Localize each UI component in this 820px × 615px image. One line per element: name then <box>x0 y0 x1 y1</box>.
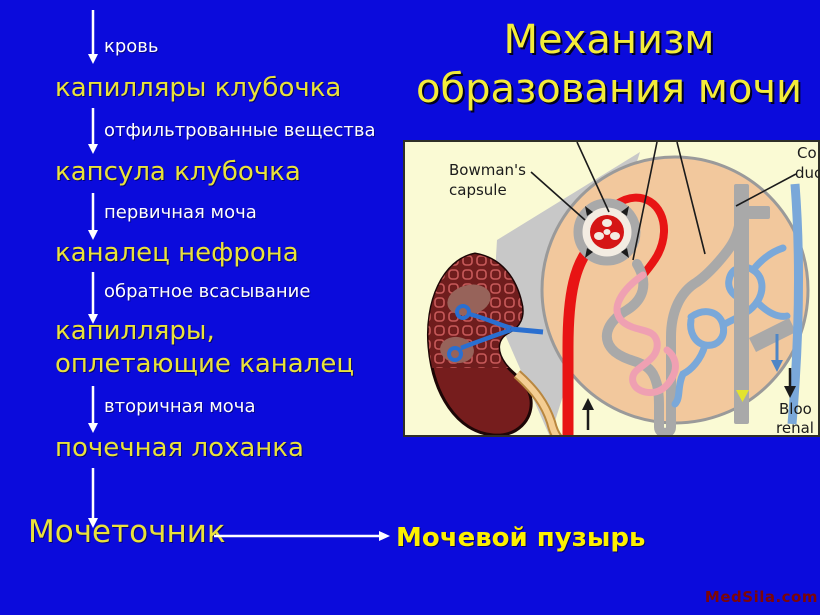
flow-stage-glomerular-capillaries: капилляры клубочка <box>55 73 342 103</box>
efferent-arteriole <box>614 193 669 278</box>
flow-stage-nephron-tubule: каналец нефрона <box>55 238 299 268</box>
collecting-duct-leader-line <box>735 173 797 207</box>
vein-flow-arrow-blue <box>771 334 783 372</box>
kidney-illustration <box>426 252 563 435</box>
collecting-duct-label-line2: duc <box>795 164 820 182</box>
flow-arrow-right <box>214 531 390 541</box>
flow-label-primary-urine: первичная моча <box>104 202 257 223</box>
slide-title: Механизм образования мочи <box>400 16 818 114</box>
slide-title-line1: Механизм <box>503 17 715 63</box>
nephron-illustration-panel: Bowman's capsule Col duc Bloo renal <box>403 140 820 437</box>
bowmans-capsule-label-line1: Bowman's <box>449 161 526 179</box>
flow-stage4-line2: оплетающие каналец <box>55 349 355 379</box>
renal-vein <box>787 183 804 425</box>
flow-label-secondary-urine: вторичная моча <box>104 396 256 417</box>
blood-in-arrow <box>582 398 594 430</box>
flow-label-filtered: отфильтрованные вещества <box>104 120 376 141</box>
nephron-tubule <box>601 221 744 435</box>
flow-arrow-down-5 <box>88 386 98 433</box>
filtration-arrows <box>585 206 629 258</box>
flow-stage-glomerular-capsule: капсула клубочка <box>55 157 301 187</box>
flow-arrow-down-3 <box>88 193 98 240</box>
top-leader-line-2 <box>632 142 658 261</box>
slide-title-line2: образования мочи <box>415 66 803 112</box>
flow-stage4-line1: капилляры, <box>55 316 215 346</box>
flow-arrow-down-6 <box>88 468 98 528</box>
flow-stage-ureter: Мочеточник <box>28 514 226 550</box>
tubule-segment-diagonal <box>749 318 796 352</box>
flow-arrow-down-1 <box>88 10 98 64</box>
watermark: MedSila.com <box>704 588 818 606</box>
bowmans-capsule-glomerulus <box>573 198 641 266</box>
blood-renal-label-line1: Bloo <box>779 400 812 418</box>
collecting-duct <box>734 184 770 424</box>
top-leader-line-3 <box>676 142 706 255</box>
renal-hilum-vessels <box>447 304 544 362</box>
flow-stage-renal-pelvis: почечная лоханка <box>55 433 304 463</box>
peritubular-capillary <box>613 271 679 397</box>
nephron-diagram: Bowman's capsule Col duc Bloo renal <box>426 142 820 437</box>
bowmans-leader-line <box>530 171 586 221</box>
bowmans-capsule-label-line2: capsule <box>449 181 507 199</box>
blood-out-arrow <box>784 368 796 398</box>
flow-label-blood: кровь <box>104 36 159 57</box>
collecting-duct-label-line1: Col <box>797 144 820 162</box>
flow-stage-capillaries-around-tubule: капилляры, оплетающие каналец <box>55 315 354 381</box>
flow-arrow-down-2 <box>88 108 98 154</box>
flow-arrow-down-4 <box>88 272 98 324</box>
flow-stage-bladder: Мочевой пузырь <box>396 523 646 553</box>
flow-label-reabsorption: обратное всасывание <box>104 281 311 302</box>
blood-renal-label-line2: renal <box>776 419 814 437</box>
urine-flow-arrow-yellow <box>736 390 749 402</box>
top-leader-line-1 <box>576 142 610 213</box>
ureter <box>513 370 563 435</box>
